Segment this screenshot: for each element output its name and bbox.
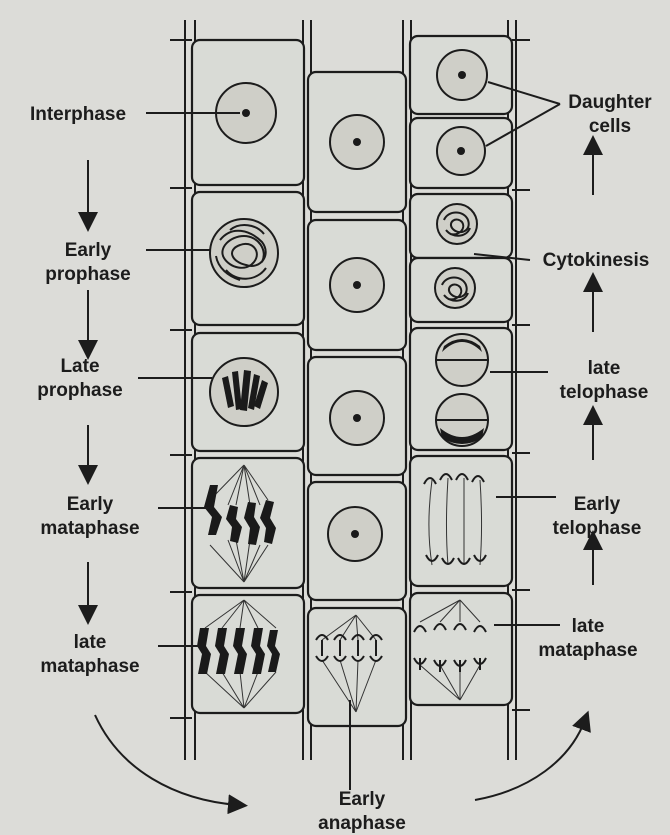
label-late-metaphase-right-l1: late — [572, 616, 605, 637]
label-early-prophase-l1: Early — [65, 240, 112, 261]
nucleolus — [242, 109, 250, 117]
label-early-anaphase-l2: anaphase — [318, 813, 406, 834]
label-early-anaphase-l1: Early — [339, 789, 386, 810]
label-interphase: Interphase — [30, 104, 126, 125]
label-late-prophase-l2: prophase — [37, 380, 123, 401]
arrow-curve-icon — [95, 715, 238, 805]
label-daughter-cells-l1: Daughter — [568, 92, 652, 113]
label-late-metaphase-left-l2: mataphase — [40, 656, 139, 677]
label-late-telophase-l2: telophase — [560, 382, 649, 403]
label-early-telophase-l2: telophase — [553, 518, 642, 539]
nucleolus — [458, 71, 466, 79]
cell-late-metaphase-right — [410, 593, 512, 705]
arrow-curve-icon — [475, 720, 585, 800]
nucleolus — [351, 530, 359, 538]
early-prophase-nucleus — [210, 219, 278, 287]
nucleolus — [353, 281, 361, 289]
nucleolus — [457, 147, 465, 155]
label-early-metaphase-l1: Early — [67, 494, 114, 515]
label-cytokinesis: Cytokinesis — [543, 250, 650, 271]
label-early-metaphase-l2: mataphase — [40, 518, 139, 539]
nucleolus — [353, 138, 361, 146]
late-prophase-nucleus — [210, 358, 278, 426]
label-late-metaphase-left-l1: late — [74, 632, 107, 653]
label-daughter-cells-l2: cells — [589, 116, 631, 137]
nucleolus — [353, 414, 361, 422]
label-late-telophase-l1: late — [588, 358, 621, 379]
label-early-telophase-l1: Early — [574, 494, 621, 515]
label-late-metaphase-right-l2: mataphase — [538, 640, 637, 661]
label-early-prophase-l2: prophase — [45, 264, 131, 285]
label-late-prophase-l1: Late — [60, 356, 99, 377]
cell-early-telophase — [410, 456, 512, 586]
